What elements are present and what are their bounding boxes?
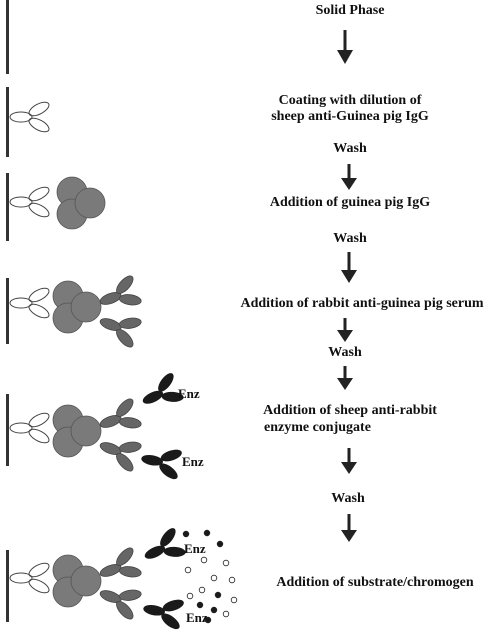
- enz-label-3: Enz: [184, 541, 206, 556]
- plate-3: [6, 173, 9, 241]
- label-solid-phase: Solid Phase: [315, 3, 385, 18]
- plate-1: [6, 0, 9, 74]
- enz-label-2: Enz: [182, 454, 204, 469]
- label-guinea-pig-igg: Addition of guinea pig IgG: [269, 195, 431, 210]
- complex-step4: [9, 271, 146, 352]
- label-coating-line2: sheep anti-Guinea pig IgG: [271, 109, 429, 124]
- arrow-3: [341, 252, 357, 283]
- plate-2: [6, 87, 9, 157]
- label-wash-2: Wash: [333, 231, 367, 246]
- arrow-6: [341, 448, 357, 474]
- flow-arrows: [337, 30, 357, 542]
- arrow-4: [337, 318, 353, 342]
- coating-antibody-step2: [9, 98, 52, 136]
- label-wash-4: Wash: [331, 491, 365, 506]
- label-coating-line1: Coating with dilution of: [278, 93, 422, 108]
- label-conjugate-line1: Addition of sheep anti-rabbit: [263, 403, 437, 418]
- arrow-5: [337, 366, 353, 390]
- substrate-dots: [182, 529, 238, 624]
- complex-step3: [9, 176, 106, 230]
- plate-5: [6, 394, 9, 466]
- complex-step5: Enz Enz: [9, 368, 204, 483]
- complex-step6: Enz Enz: [9, 523, 238, 633]
- enz-label-4: Enz: [186, 610, 208, 625]
- label-substrate: Addition of substrate/chromogen: [276, 575, 474, 590]
- arrow-2: [341, 164, 357, 190]
- plate-4: [6, 278, 9, 344]
- arrow-1: [337, 30, 353, 64]
- solid-phase-plates: [6, 0, 9, 622]
- arrow-7: [341, 514, 357, 542]
- label-wash-3: Wash: [328, 345, 362, 360]
- plate-6: [6, 550, 9, 622]
- enz-label-1: Enz: [178, 386, 200, 401]
- label-conjugate-line2: enzyme conjugate: [264, 420, 371, 435]
- label-rabbit-serum: Addition of rabbit anti-guinea pig serum: [240, 296, 484, 311]
- label-wash-1: Wash: [333, 141, 367, 156]
